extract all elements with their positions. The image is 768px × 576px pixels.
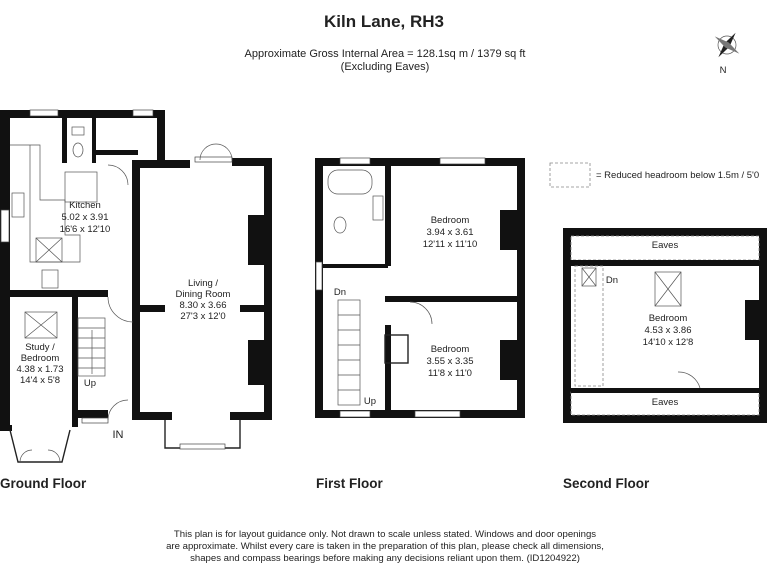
- legend-text: = Reduced headroom below 1.5m / 5'0: [596, 170, 759, 181]
- bedroom1-metric: 3.94 x 3.61: [426, 227, 473, 238]
- study-name-2: Bedroom: [21, 353, 60, 364]
- ground-floor-label: Ground Floor: [0, 476, 87, 491]
- kitchen-metric: 5.02 x 3.91: [61, 212, 108, 223]
- study-metric: 4.38 x 1.73: [16, 364, 63, 375]
- living-imperial: 27'3 x 12'0: [180, 311, 225, 322]
- ground-floor-plan: Study / Bedroom 4.38 x 1.73 14'4 x 5'8 U…: [0, 109, 272, 463]
- study-name-1: Study /: [25, 342, 55, 353]
- bedroom1-name: Bedroom: [431, 215, 470, 226]
- living-name-2: Dining Room: [176, 289, 231, 300]
- first-floor-plan: Dn Up Bedroom 3.94 x 3.61 12'11 x 11'10 …: [315, 157, 525, 418]
- page-title: Kiln Lane, RH3: [324, 12, 444, 31]
- first-up-label: Up: [364, 396, 376, 407]
- gross-area: Approximate Gross Internal Area = 128.1s…: [200, 48, 570, 74]
- disclaimer-line-1: This plan is for layout guidance only. N…: [173, 529, 597, 540]
- disclaimer-line-2: are approximate. Whilst every care is ta…: [166, 541, 604, 552]
- living-name-1: Living /: [188, 278, 218, 289]
- reduced-headroom-swatch: [549, 162, 591, 188]
- gross-area-text: Approximate Gross Internal Area = 128.1s…: [244, 48, 526, 60]
- ground-up-label: Up: [84, 378, 96, 389]
- bedroom2-name: Bedroom: [431, 344, 470, 355]
- living-metric: 8.30 x 3.66: [179, 300, 226, 311]
- kitchen-name: Kitchen: [69, 200, 101, 211]
- first-floor-label: First Floor: [316, 476, 383, 491]
- bedroom1-imperial: 12'11 x 11'10: [423, 239, 478, 250]
- second-floor-label: Second Floor: [563, 476, 650, 491]
- second-bedroom-name: Bedroom: [649, 313, 688, 324]
- entrance-label: IN: [113, 429, 124, 441]
- disclaimer: This plan is for layout guidance only. N…: [150, 529, 620, 565]
- disclaimer-line-3: shapes and compass bearings before makin…: [190, 553, 580, 564]
- second-bedroom-imperial: 14'10 x 12'8: [643, 337, 694, 348]
- study-imperial: 14'4 x 5'8: [20, 375, 60, 386]
- bedroom2-metric: 3.55 x 3.35: [426, 356, 473, 367]
- compass-north-label: N: [720, 65, 727, 76]
- bedroom2-imperial: 11'8 x 11'0: [428, 368, 472, 379]
- first-dn-label: Dn: [334, 287, 346, 298]
- second-dn-label: Dn: [606, 275, 618, 286]
- excluding-eaves-note: (Excluding Eaves): [340, 61, 430, 73]
- eaves-bottom-label: Eaves: [652, 397, 679, 408]
- second-bedroom-metric: 4.53 x 3.86: [644, 325, 691, 336]
- eaves-top-label: Eaves: [652, 240, 679, 251]
- second-floor-plan: Eaves Eaves Dn Bedroom 4.53 x 3.86 14'10…: [563, 228, 767, 423]
- kitchen-imperial: 16'6 x 12'10: [60, 224, 111, 235]
- compass-rose-icon: N: [714, 32, 740, 76]
